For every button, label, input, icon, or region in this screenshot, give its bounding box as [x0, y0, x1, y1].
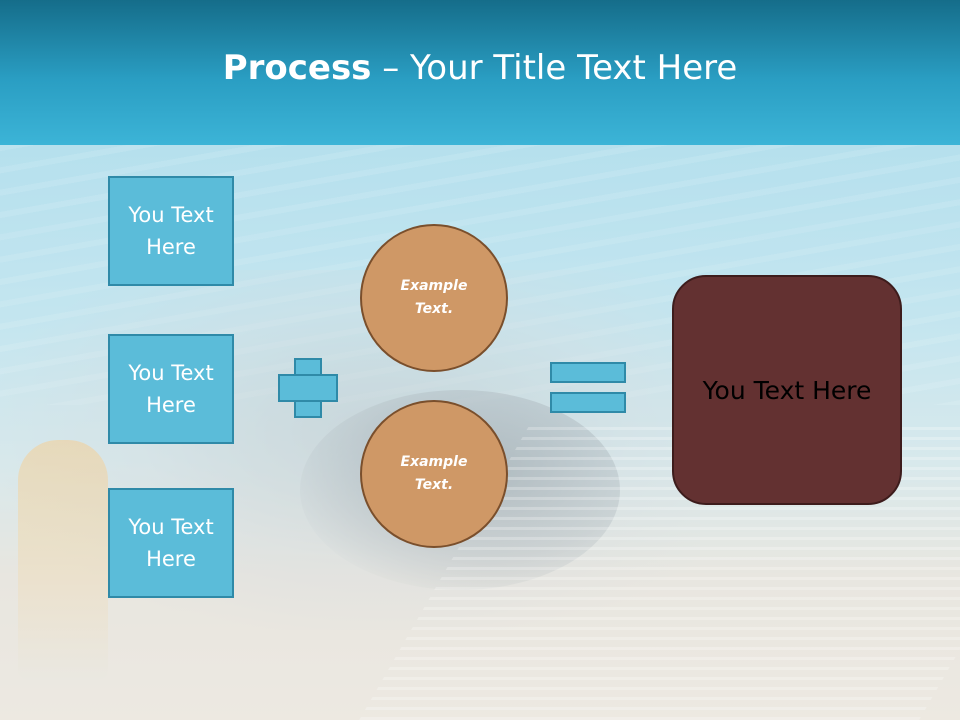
left-box-2-label: You Text Here [128, 361, 214, 417]
background-glass [18, 440, 108, 680]
circle-1[interactable]: Example Text. [360, 224, 508, 372]
equals-icon-bottom-bar [550, 392, 626, 413]
left-box-2[interactable]: You Text Here [108, 334, 234, 444]
title-rest: – Your Title Text Here [371, 47, 738, 88]
left-box-3[interactable]: You Text Here [108, 488, 234, 598]
plus-icon-center [296, 376, 320, 400]
left-box-3-label: You Text Here [128, 515, 214, 571]
result-box-label: You Text Here [702, 375, 872, 405]
circle-1-label: Example Text. [400, 278, 468, 317]
title-bold: Process [222, 47, 372, 88]
circle-2-label: Example Text. [400, 454, 468, 493]
title-bar: Process – Your Title Text Here [0, 0, 960, 145]
equals-icon-top-bar [550, 362, 626, 383]
left-box-1-label: You Text Here [128, 203, 214, 259]
result-box[interactable]: You Text Here [672, 275, 902, 505]
slide-title[interactable]: Process – Your Title Text Here [223, 48, 738, 88]
left-box-1[interactable]: You Text Here [108, 176, 234, 286]
circle-2[interactable]: Example Text. [360, 400, 508, 548]
